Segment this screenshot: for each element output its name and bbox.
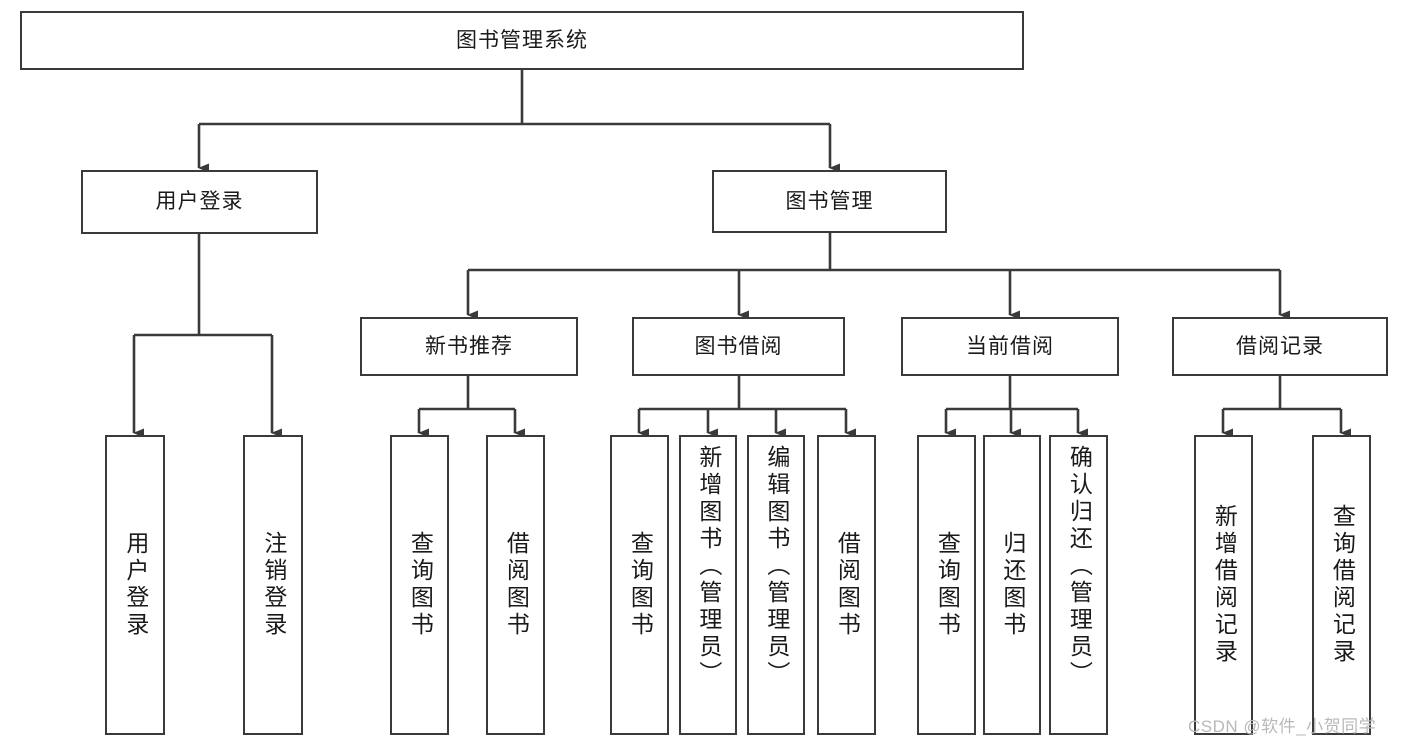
node-leaf-query-book-3[interactable]: 查询图书 <box>917 435 976 735</box>
node-label: 注销登录 <box>260 531 287 639</box>
node-label: 图书管理系统 <box>456 28 588 52</box>
node-leaf-edit-book[interactable]: 编辑图书（管理员） <box>747 435 805 735</box>
node-label: 图书管理 <box>785 189 874 213</box>
node-label: 查询图书 <box>407 531 434 639</box>
node-label: 图书借阅 <box>694 334 783 358</box>
node-leaf-query-book-2[interactable]: 查询图书 <box>610 435 669 735</box>
node-label: 查询图书 <box>934 531 961 639</box>
node-label: 确认归还（管理员） <box>1066 445 1093 688</box>
node-user-login[interactable]: 用户登录 <box>81 170 318 234</box>
csdn-watermark: CSDN @软件_小贺同学 <box>1188 717 1377 736</box>
node-leaf-add-book[interactable]: 新增图书（管理员） <box>679 435 737 735</box>
node-label: 当前借阅 <box>966 334 1054 358</box>
node-leaf-add-borrow-record[interactable]: 新增借阅记录 <box>1194 435 1253 735</box>
node-label: 查询图书 <box>627 531 654 639</box>
node-leaf-query-book-1[interactable]: 查询图书 <box>390 435 449 735</box>
node-new-book-recommend[interactable]: 新书推荐 <box>360 317 578 376</box>
node-root-book-management-system[interactable]: 图书管理系统 <box>20 11 1024 70</box>
node-leaf-confirm-return[interactable]: 确认归还（管理员） <box>1049 435 1108 735</box>
node-leaf-user-login[interactable]: 用户登录 <box>105 435 165 735</box>
node-borrow-record[interactable]: 借阅记录 <box>1172 317 1388 376</box>
node-label: 新书推荐 <box>425 334 513 358</box>
node-leaf-return-book[interactable]: 归还图书 <box>983 435 1041 735</box>
node-book-borrow[interactable]: 图书借阅 <box>632 317 845 376</box>
node-leaf-user-logout[interactable]: 注销登录 <box>243 435 303 735</box>
node-current-borrow[interactable]: 当前借阅 <box>901 317 1119 376</box>
node-label: 编辑图书（管理员） <box>763 445 790 688</box>
node-label: 借阅记录 <box>1236 334 1324 358</box>
node-label: 借阅图书 <box>834 531 861 639</box>
node-leaf-borrow-book-1[interactable]: 借阅图书 <box>486 435 545 735</box>
node-label: 新增图书（管理员） <box>695 445 722 688</box>
node-label: 用户登录 <box>122 531 149 639</box>
node-label: 归还图书 <box>999 531 1026 639</box>
node-label: 查询借阅记录 <box>1329 504 1356 666</box>
node-label: 借阅图书 <box>503 531 530 639</box>
node-leaf-query-borrow-record[interactable]: 查询借阅记录 <box>1312 435 1371 735</box>
node-book-management[interactable]: 图书管理 <box>712 170 947 233</box>
node-label: 新增借阅记录 <box>1211 504 1238 666</box>
node-label: 用户登录 <box>155 190 244 214</box>
node-leaf-borrow-book-2[interactable]: 借阅图书 <box>817 435 876 735</box>
